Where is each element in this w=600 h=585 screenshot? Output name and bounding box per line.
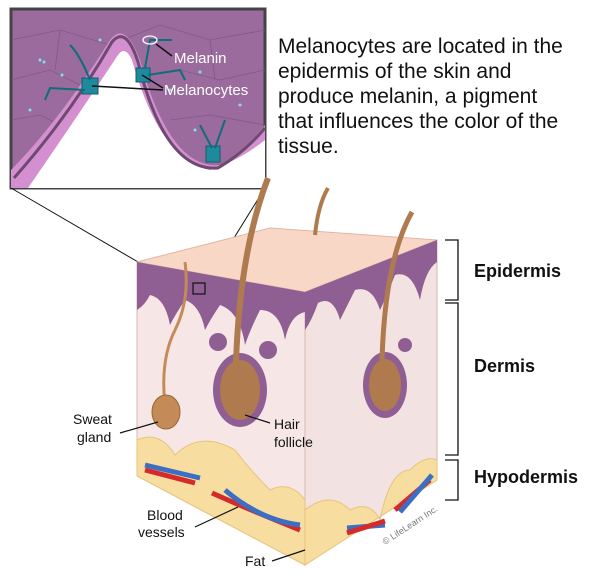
blood-vessels-label: Blood <box>147 507 183 523</box>
melanocytes-label: Melanocytes <box>164 82 248 99</box>
sweat-gland-label-line2: gland <box>77 429 111 445</box>
fat-label: Fat <box>245 553 265 569</box>
hypodermis-label: Hypodermis <box>474 467 578 487</box>
blood-vessels <box>144 462 434 536</box>
epidermis-layer <box>137 262 305 345</box>
hair-follicle-label-line2: follicle <box>274 434 313 450</box>
sweat-gland-label: Sweat <box>73 411 112 427</box>
description-text: Melanocytes are located in the epidermis… <box>278 35 563 158</box>
fat-layer <box>136 436 306 566</box>
sweat-gland <box>151 261 188 430</box>
hair-follicles <box>209 176 415 427</box>
hair-follicle-label: Hair <box>274 416 300 432</box>
skin-block <box>136 176 438 566</box>
epidermis-label: Epidermis <box>474 261 561 281</box>
melanocyte-inset: Melanin Melanocytes <box>9 7 267 190</box>
layer-brackets <box>445 239 459 501</box>
melanin-label: Melanin <box>174 50 227 67</box>
dermis-label: Dermis <box>474 356 535 376</box>
blood-vessels-label-line2: vessels <box>138 524 185 540</box>
